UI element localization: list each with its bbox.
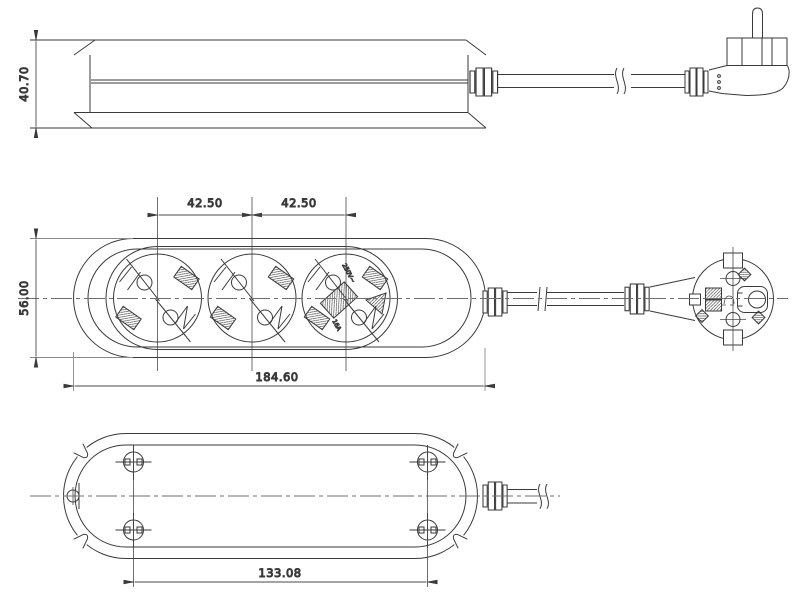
cord-plan bbox=[482, 286, 624, 317]
dim-pitch-b-label: 42.50 bbox=[281, 196, 316, 210]
bottom-view: 133.08 bbox=[30, 433, 560, 587]
dim-screw-pitch-label: 133.08 bbox=[258, 566, 301, 580]
cord-grip bbox=[469, 67, 685, 97]
rating-voltage-label: 250V~ bbox=[340, 263, 356, 284]
dimension-screw-pitch: 133.08 bbox=[123, 446, 438, 587]
plug-label bbox=[705, 287, 722, 300]
plug-pin bbox=[752, 7, 763, 38]
cord-bottom bbox=[482, 481, 549, 511]
rating-current-label: 16A bbox=[330, 318, 342, 332]
dim-height-label: 40.70 bbox=[17, 66, 31, 101]
dimension-length: 184.60 bbox=[63, 348, 495, 391]
plug-side-view bbox=[684, 7, 790, 97]
plug-face-view bbox=[624, 247, 774, 351]
dim-length-label: 184.60 bbox=[255, 370, 298, 384]
body-outline bbox=[73, 238, 486, 358]
base-outline bbox=[63, 433, 478, 559]
dim-width-label: 56.00 bbox=[17, 280, 31, 315]
dimension-height: 40.70 bbox=[17, 30, 39, 138]
dimension-width: 56.00 bbox=[17, 228, 133, 368]
plan-view: 250V~ 16A bbox=[17, 196, 788, 391]
side-view: 40.70 bbox=[17, 7, 790, 138]
dimension-pitch: 42.50 42.50 bbox=[147, 196, 356, 218]
dim-pitch-a-label: 42.50 bbox=[187, 196, 222, 210]
assembly-screw-boss bbox=[737, 286, 768, 313]
